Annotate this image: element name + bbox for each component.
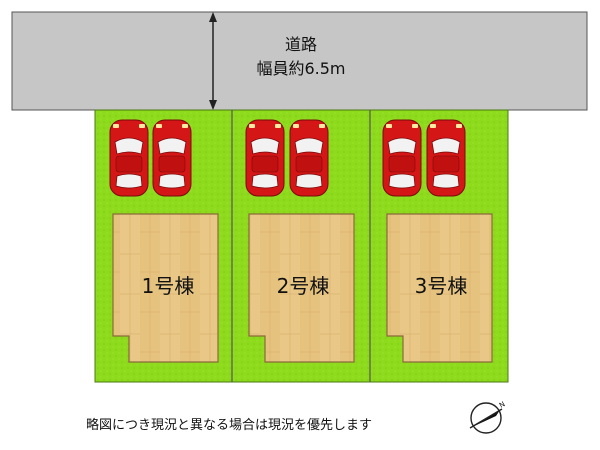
road-area [11,11,588,111]
car-icon [289,119,329,197]
svg-text:N: N [498,400,507,410]
car-icon [245,119,285,197]
dimension-arrow-up-icon [209,12,217,22]
car-icon [382,119,422,197]
building-1-footprint [112,213,219,363]
road-name: 道路 [285,35,317,54]
dimension-arrow-down-icon [209,100,217,110]
building-3-label: 3号棟 [415,274,468,298]
north-arrow-icon: N [469,400,507,434]
disclaimer-note: 略図につき現況と異なる場合は現況を優先します [86,418,373,433]
building-2-footprint [248,213,355,363]
car-icon [109,119,149,197]
road-width-label: 幅員約6.5m [256,59,345,78]
car-icon [152,119,192,197]
building-3-footprint [386,213,493,363]
building-1-label: 1号棟 [142,274,195,298]
building-2-label: 2号棟 [277,274,330,298]
car-icon [426,119,466,197]
